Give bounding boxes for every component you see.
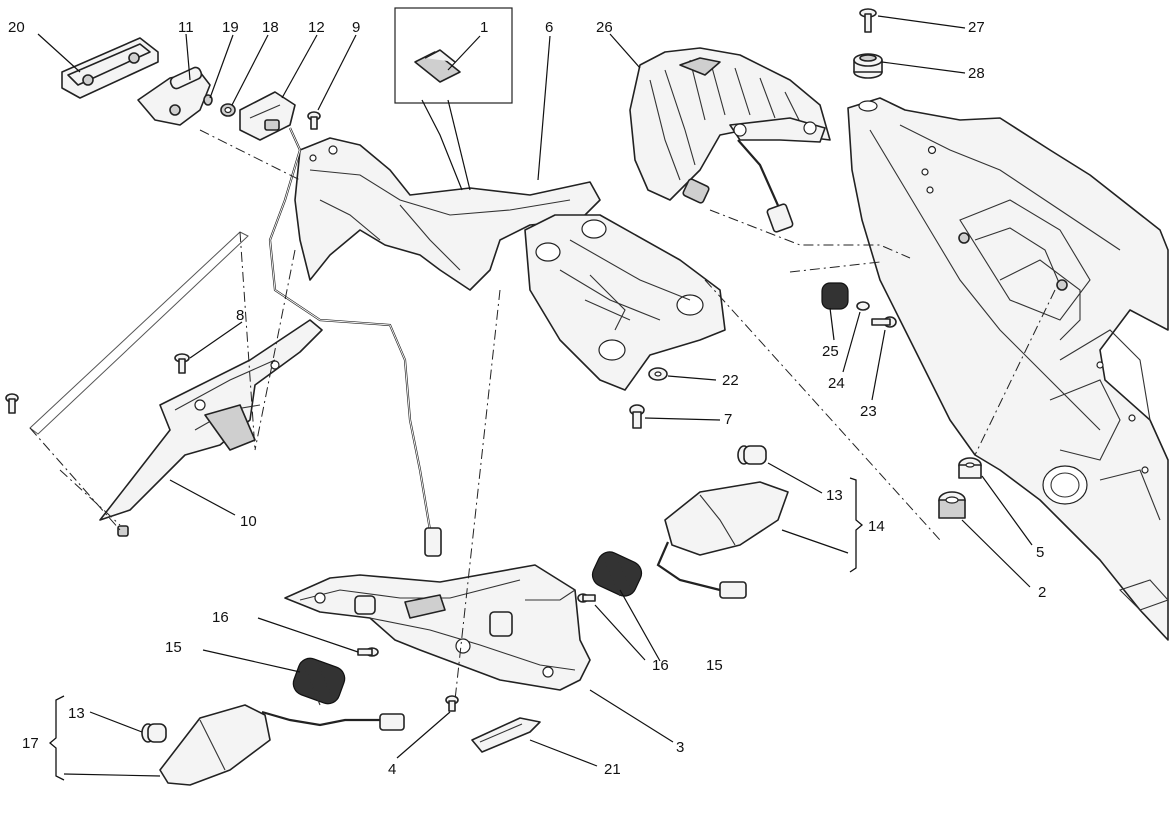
washer-22 bbox=[648, 367, 668, 381]
callout-18: 18 bbox=[262, 19, 279, 36]
plate-bracket bbox=[99, 319, 323, 537]
license-plate-light bbox=[61, 37, 159, 99]
callout-11: 11 bbox=[178, 19, 194, 36]
callout-21: 21 bbox=[604, 761, 621, 778]
right-indicator bbox=[656, 481, 789, 599]
callout-28: 28 bbox=[968, 65, 985, 82]
screw-8 bbox=[174, 353, 190, 374]
connector-12 bbox=[239, 91, 296, 141]
callout-16-left: 16 bbox=[212, 609, 229, 626]
screw-23 bbox=[871, 316, 897, 328]
callout-24: 24 bbox=[828, 375, 845, 392]
screw-4 bbox=[445, 695, 459, 712]
callout-9: 9 bbox=[352, 19, 360, 36]
callout-1: 1 bbox=[480, 19, 488, 36]
grommet-28 bbox=[853, 53, 883, 79]
light-bracket bbox=[137, 66, 211, 126]
callout-13-left: 13 bbox=[68, 705, 85, 722]
screw-9 bbox=[307, 111, 321, 130]
bulb-13-left bbox=[141, 723, 167, 743]
under-tray bbox=[284, 564, 591, 691]
left-indicator bbox=[159, 704, 405, 786]
mount-bracket bbox=[524, 214, 726, 391]
rubber-pad-21 bbox=[471, 717, 541, 753]
rear-frame-subframe bbox=[847, 97, 1169, 641]
leader-lines bbox=[37, 15, 1033, 777]
callout-25: 25 bbox=[822, 343, 839, 360]
screw-16-left bbox=[357, 647, 379, 657]
callout-14: 14 bbox=[868, 518, 885, 535]
assembly-lines bbox=[59, 129, 1056, 701]
screw-left bbox=[5, 393, 19, 414]
callout-8: 8 bbox=[236, 307, 244, 324]
nut-18 bbox=[220, 103, 236, 117]
callout-3: 3 bbox=[676, 739, 684, 756]
brace-17 bbox=[48, 695, 65, 781]
callout-27: 27 bbox=[968, 19, 985, 36]
callout-10: 10 bbox=[240, 513, 257, 530]
brace-14 bbox=[849, 477, 864, 573]
grommet-5 bbox=[958, 457, 982, 479]
callout-13-right: 13 bbox=[826, 487, 843, 504]
bulb-13-right bbox=[737, 445, 767, 465]
callout-labels: 1 2 3 4 5 6 7 8 9 10 11 12 13 13 14 15 1… bbox=[8, 19, 1046, 778]
callout-20: 20 bbox=[8, 19, 25, 36]
callout-23: 23 bbox=[860, 403, 877, 420]
harness-wire bbox=[268, 127, 442, 557]
callout-2: 2 bbox=[1038, 584, 1046, 601]
push-pin-27 bbox=[859, 8, 877, 33]
license-plate-support bbox=[294, 137, 601, 291]
callout-15-right: 15 bbox=[706, 657, 723, 674]
screw-7 bbox=[629, 404, 645, 429]
callout-7: 7 bbox=[724, 411, 732, 428]
inset-detail-box bbox=[394, 7, 513, 104]
callout-26: 26 bbox=[596, 19, 613, 36]
callout-17: 17 bbox=[22, 735, 39, 752]
plate-outline bbox=[29, 231, 256, 531]
rubber-25 bbox=[821, 282, 849, 310]
callout-4: 4 bbox=[388, 761, 396, 778]
rubber-mount-15-right bbox=[591, 551, 643, 597]
callout-6: 6 bbox=[545, 19, 553, 36]
callout-16-right: 16 bbox=[652, 657, 669, 674]
callout-5: 5 bbox=[1036, 544, 1044, 561]
tail-light bbox=[629, 47, 831, 233]
callout-22: 22 bbox=[722, 372, 739, 389]
grommet-2 bbox=[938, 491, 966, 519]
rubber-mount-15-left bbox=[292, 657, 346, 706]
callout-19: 19 bbox=[222, 19, 239, 36]
washer-24 bbox=[856, 301, 870, 311]
callout-15-left: 15 bbox=[165, 639, 182, 656]
screw-16-right bbox=[577, 593, 596, 603]
callout-12: 12 bbox=[308, 19, 325, 36]
